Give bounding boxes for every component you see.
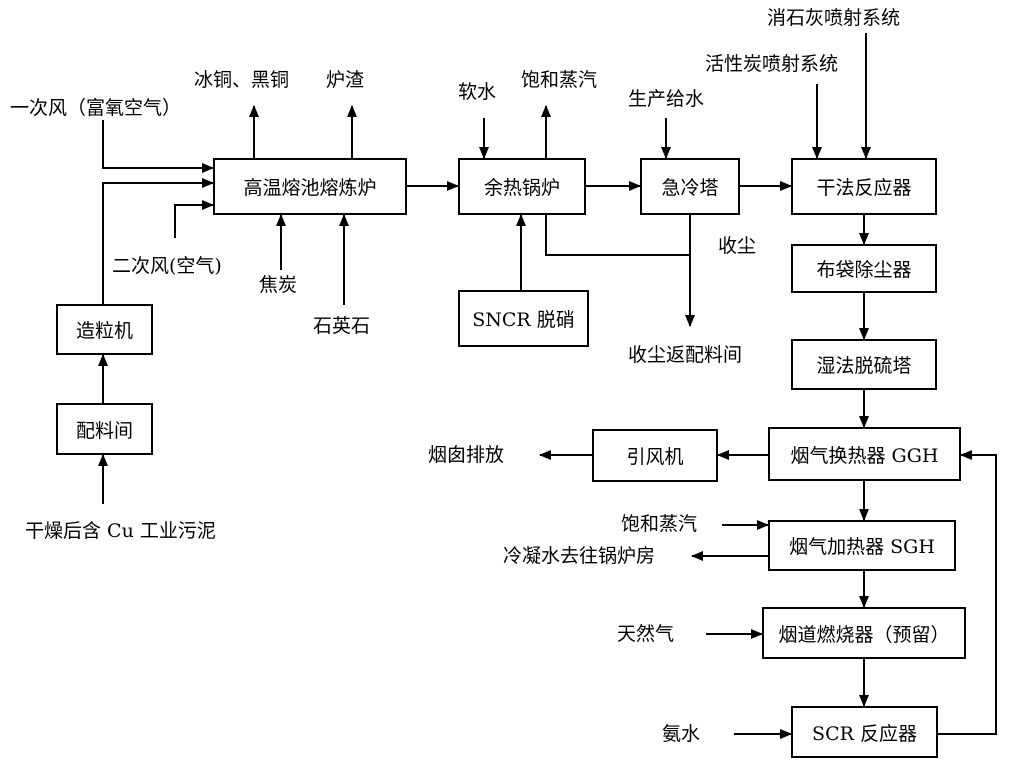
arrow-primary-air <box>102 120 214 173</box>
saturated-steam-out-label: 饱和蒸汽 <box>521 69 598 91</box>
stack-label: 烟囱排放 <box>428 444 505 466</box>
sncr-box: SNCR 脱硝 <box>458 290 589 347</box>
smelter-box: 高温熔池熔炼炉 <box>213 158 407 215</box>
dust-return-label: 收尘返配料间 <box>628 344 743 366</box>
sncr-label: SNCR 脱硝 <box>472 309 575 331</box>
bag-filter-label: 布袋除尘器 <box>816 259 912 281</box>
dust-collect-label: 收尘 <box>718 235 757 257</box>
sgh-box: 烟气加热器 SGH <box>768 520 956 571</box>
ggh-box: 烟气换热器 GGH <box>768 427 961 481</box>
duct-burner-box: 烟道燃烧器（预留） <box>762 607 966 659</box>
arrow-scr-to-ggh <box>938 450 997 735</box>
bag-filter-box: 布袋除尘器 <box>791 244 937 293</box>
dry-reactor-box: 干法反应器 <box>791 158 937 215</box>
quartz-label: 石英石 <box>313 315 371 337</box>
sludge-label: 干燥后含 Cu 工业污泥 <box>25 520 216 542</box>
activated-carbon-label: 活性炭喷射系统 <box>705 53 839 75</box>
coke-label: 焦炭 <box>259 274 298 296</box>
scr-box: SCR 反应器 <box>791 706 938 758</box>
granulator-label: 造粒机 <box>75 320 133 342</box>
arrow-secondary-air <box>174 200 214 238</box>
condensate-label: 冷凝水去往锅炉房 <box>503 545 656 567</box>
sgh-label: 烟气加热器 SGH <box>789 536 935 558</box>
wet-fgd-label: 湿法脱硫塔 <box>816 355 912 377</box>
ammonia-label: 氨水 <box>662 723 701 745</box>
production-water-label: 生产给水 <box>628 88 705 110</box>
line-boiler-dust <box>545 215 690 256</box>
soft-water-label: 软水 <box>458 81 497 103</box>
slag-label: 炉渣 <box>326 69 365 91</box>
steam-in-label: 饱和蒸汽 <box>621 513 698 535</box>
smelter-label: 高温熔池熔炼炉 <box>243 177 377 199</box>
dry-reactor-label: 干法反应器 <box>816 177 912 199</box>
quench-box: 急冷塔 <box>640 158 740 215</box>
boiler-label: 余热锅炉 <box>483 177 560 199</box>
matte-label: 冰铜、黑铜 <box>194 69 290 91</box>
wet-fgd-box: 湿法脱硫塔 <box>791 339 937 390</box>
ggh-label: 烟气换热器 GGH <box>790 444 939 467</box>
scr-label: SCR 反应器 <box>812 722 917 745</box>
batching-label: 配料间 <box>75 419 133 442</box>
boiler-box: 余热锅炉 <box>458 158 586 215</box>
batching-box: 配料间 <box>56 403 153 455</box>
secondary-air-label: 二次风(空气) <box>112 255 222 277</box>
granulator-box: 造粒机 <box>56 304 153 355</box>
fan-box: 引风机 <box>592 429 718 482</box>
arrow-granulator-to-smelter <box>102 178 214 304</box>
fan-label: 引风机 <box>626 446 684 468</box>
quench-label: 急冷塔 <box>661 177 719 199</box>
natural-gas-label: 天然气 <box>617 623 675 645</box>
duct-burner-label: 烟道燃烧器（预留） <box>778 623 950 646</box>
lime-label: 消石灰喷射系统 <box>767 7 901 29</box>
primary-air-label: 一次风（富氧空气） <box>10 97 182 119</box>
